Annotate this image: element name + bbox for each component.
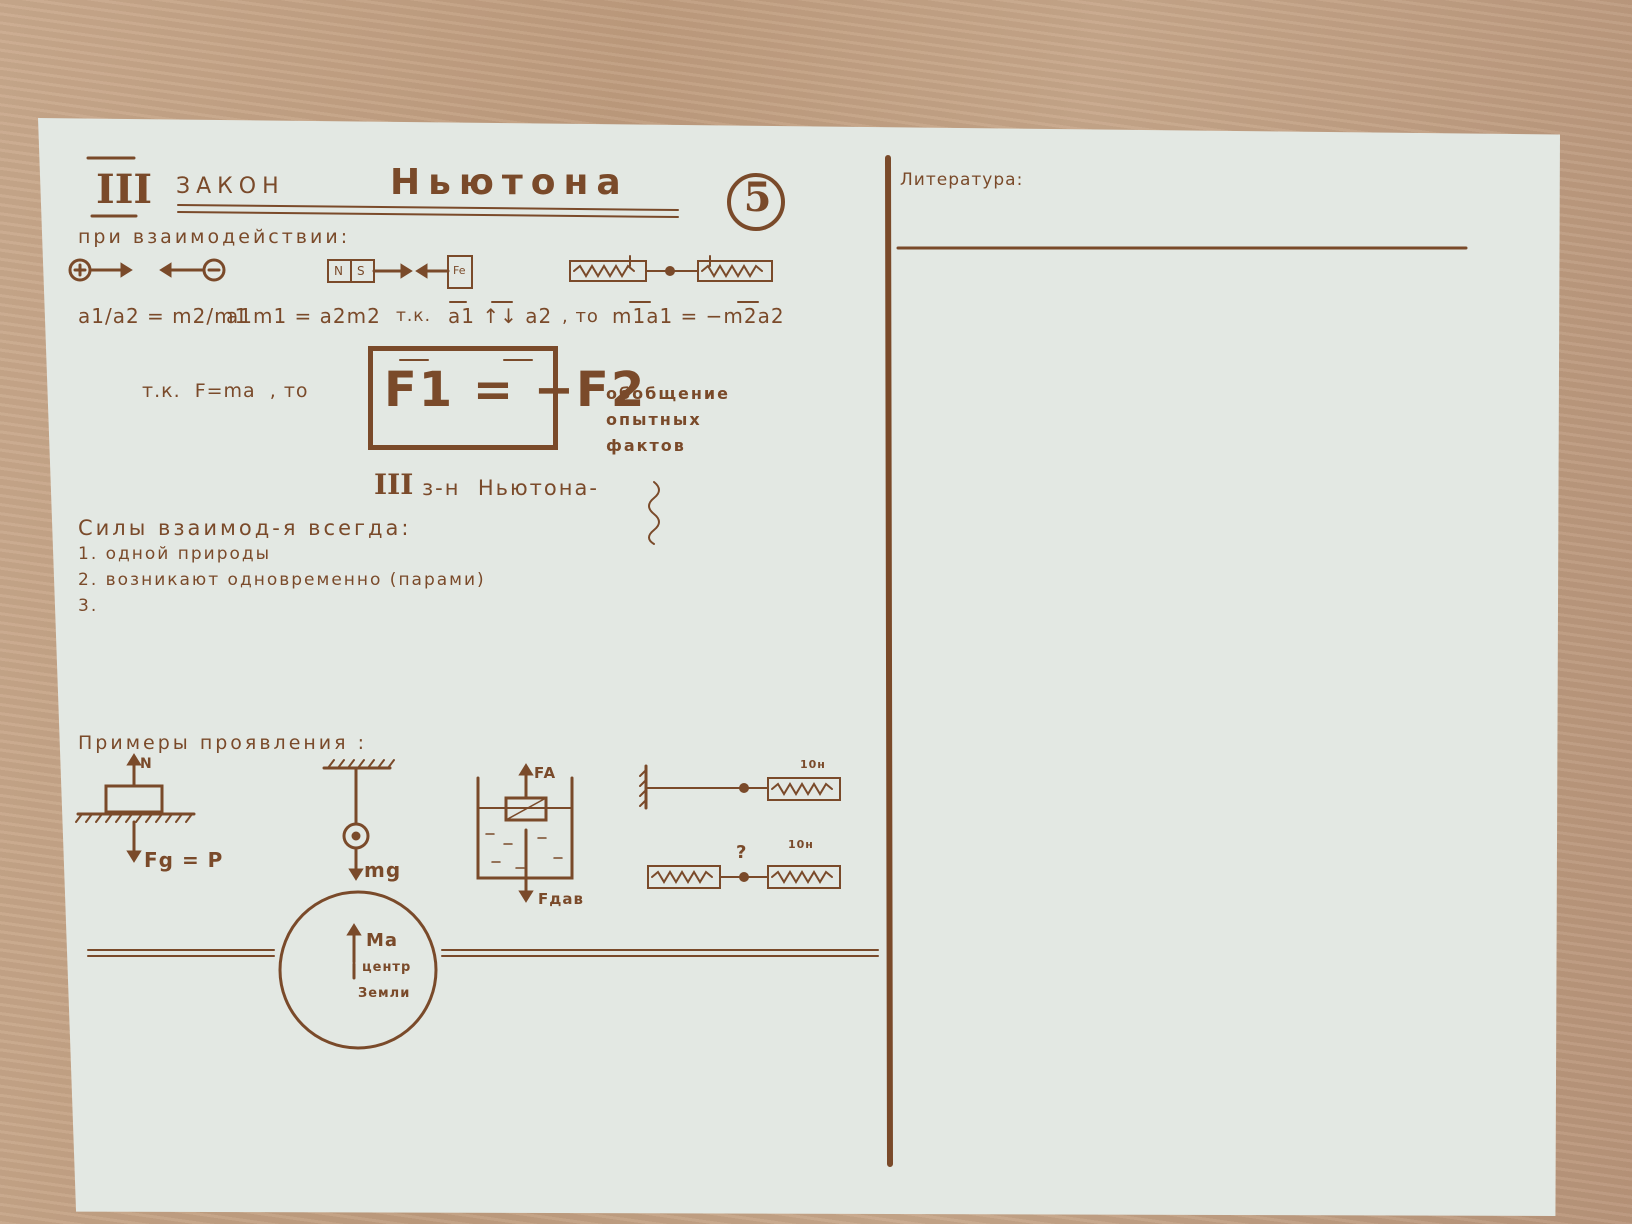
label-question: ? [736, 842, 748, 863]
label-earth-force: Ma [366, 930, 399, 951]
spring-balance-diagram [639, 764, 841, 889]
label-archimedes: FA [534, 764, 557, 782]
caption-numeral: III [374, 468, 414, 501]
charge-plus-icon [68, 258, 133, 282]
card-drawings [68, 155, 1468, 1167]
label-earth-center-2: Земли [358, 986, 411, 1001]
newton-condition: т.к. F=ma , то [142, 380, 309, 402]
label-gravity: mg [364, 858, 402, 882]
acceleration-ratio: a1/a2 = m2/m1 [78, 304, 249, 328]
earth-circle [278, 890, 438, 1050]
label-pressure: Fдав [538, 890, 584, 908]
literature-label: Литература: [900, 170, 1024, 190]
title-underline-1 [177, 204, 679, 211]
magnet-n: N [334, 264, 343, 278]
then-label: , то [562, 306, 599, 327]
spring-pair-icon [569, 255, 773, 282]
law-formula: F1 = −F2 [384, 362, 647, 418]
iron-icon [415, 255, 473, 289]
label-weight: Fg = P [144, 848, 224, 872]
law-box [368, 346, 558, 450]
label-spring-bottom: 10н [788, 838, 814, 851]
roman-numeral: III [96, 166, 153, 213]
forces-item-3: 3. [78, 596, 99, 616]
momentum-equality: a1m1 = a2m2 [226, 304, 381, 328]
magnet-icon [327, 259, 413, 283]
earth-force-arrow [346, 923, 362, 936]
card-number: 5 [743, 174, 773, 221]
charge-minus-icon [159, 258, 226, 282]
suspended-ball-diagram [322, 759, 395, 881]
iron-label: Fe [453, 264, 466, 277]
since-label: т.к. [396, 306, 431, 326]
vector-equation: m1a1 = −m2a2 [612, 304, 785, 328]
label-earth-center-1: центр [362, 960, 412, 975]
title-underline-2 [177, 211, 679, 218]
magnet-s: S [357, 264, 365, 278]
card-number-circle [727, 173, 785, 231]
forces-heading: Силы взаимод-я всегда: [78, 516, 412, 540]
opposite-direction: a1 ↑↓ a2 [448, 304, 553, 328]
forces-item-1: 1. одной природы [78, 544, 272, 564]
intro-text: при взаимодействии: [78, 226, 351, 248]
label-normal-force: N [140, 756, 153, 772]
note-line-2: опытных [606, 410, 702, 429]
forces-item-2: 2. возникают одновременно (парами) [78, 570, 486, 590]
law-name: Ньютона [390, 162, 629, 203]
caption-text: з-н Ньютона- [422, 476, 599, 500]
floating-body-diagram [476, 763, 574, 903]
note-line-1: обобщение [606, 384, 730, 403]
label-spring-top: 10н [800, 758, 826, 771]
vector-arrows [399, 301, 759, 361]
column-divider [885, 155, 893, 1167]
word-law: ЗАКОН [176, 174, 285, 199]
caption-brace [648, 481, 660, 545]
examples-heading: Примеры проявления : [78, 732, 368, 754]
physics-card: III ЗАКОН Ньютона 5 при взаимодействии: … [38, 118, 1560, 1216]
note-line-3: фактов [606, 436, 686, 455]
block-on-surface-diagram [75, 753, 196, 863]
